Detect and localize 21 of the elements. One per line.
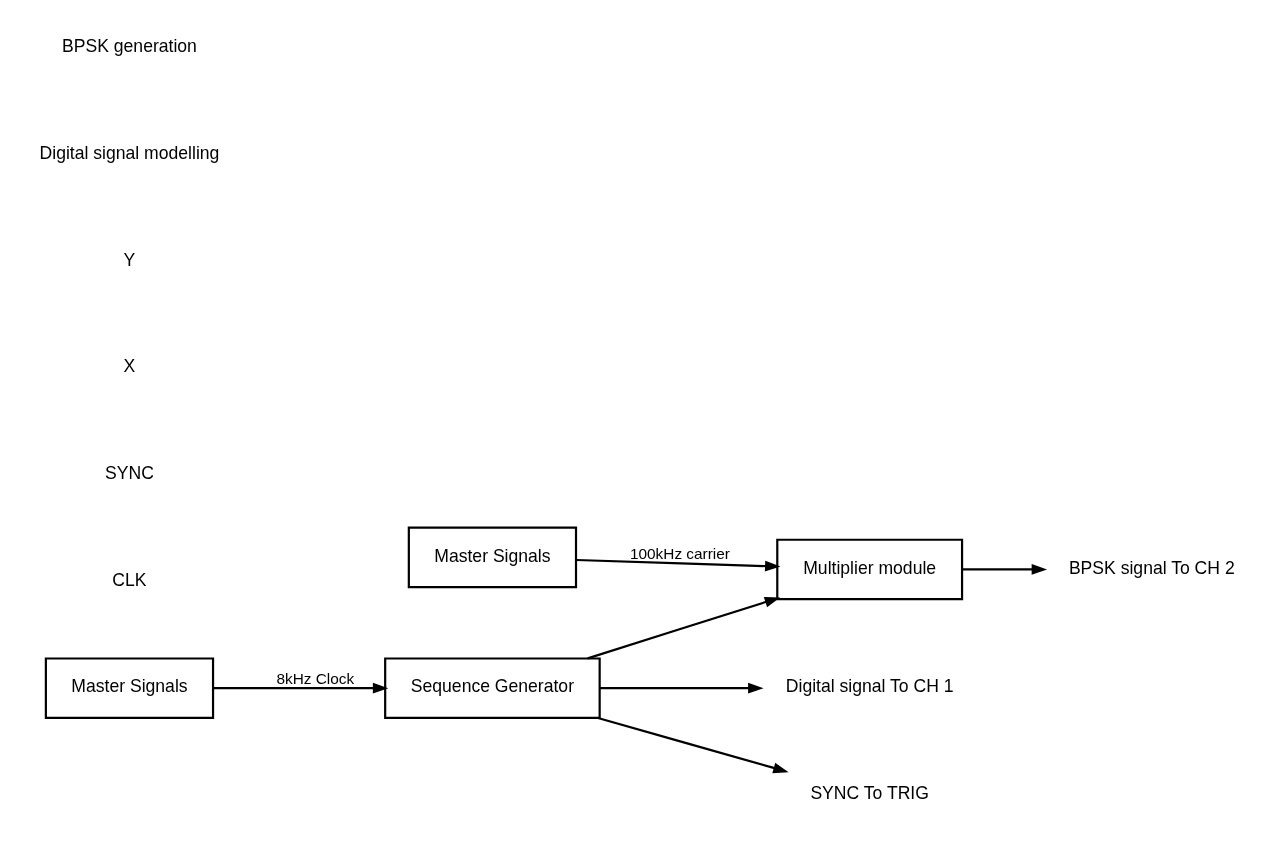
node-box: Master Signals <box>44 657 214 719</box>
arrow <box>599 682 764 694</box>
node-box: Sequence Generator <box>383 657 601 719</box>
label: BPSK generation <box>61 36 197 57</box>
label: Digital signal modelling <box>39 142 219 163</box>
edge-label: 100kHz carrier <box>629 544 730 562</box>
edge-label: 8kHz Clock <box>275 670 354 688</box>
label: SYNC <box>104 463 154 484</box>
node-box: Multiplier module <box>775 538 963 601</box>
node-text: Digital signal To CH 1 <box>785 676 954 697</box>
node-text: BPSK signal To CH 2 <box>1068 557 1235 578</box>
node-text: SYNC To TRIG <box>809 783 929 804</box>
arrow <box>586 596 780 660</box>
arrow <box>961 564 1047 575</box>
label: X <box>123 356 135 377</box>
arrow <box>597 716 789 774</box>
arrow <box>212 682 388 694</box>
label: CLK <box>111 569 147 590</box>
arrow <box>575 558 780 572</box>
node-box: Master Signals <box>407 526 577 589</box>
label: Y <box>123 249 135 270</box>
